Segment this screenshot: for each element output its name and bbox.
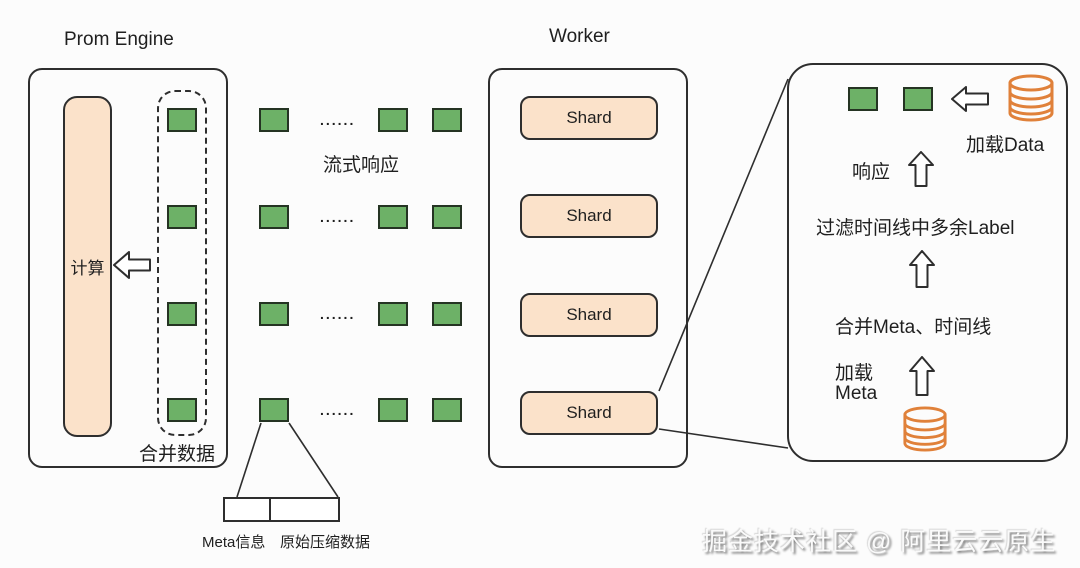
- shard-label: Shard: [566, 403, 612, 422]
- shard-label: Shard: [566, 206, 612, 225]
- merge-data-label: 合并数据: [139, 444, 216, 465]
- watermark: 掘金技术社区 @ 阿里云云原生: [702, 528, 1057, 556]
- ellipsis-dots: ......: [320, 306, 356, 322]
- chunk-raw-label: 原始压缩数据: [280, 534, 371, 551]
- data-chunk-square: [167, 302, 197, 326]
- data-chunk-square: [432, 205, 462, 229]
- arrow-left-icon: [113, 251, 151, 279]
- data-chunk-square: [259, 302, 289, 326]
- data-chunk-square: [378, 398, 408, 422]
- data-chunk-square: [378, 302, 408, 326]
- stream-response-label: 流式响应: [323, 155, 400, 176]
- chunk-meta-label: Meta信息: [202, 534, 266, 551]
- data-chunk-square: [167, 205, 197, 229]
- merge-meta-label: 合并Meta、时间线: [835, 317, 992, 338]
- ellipsis-dots: ......: [320, 209, 356, 225]
- data-chunk-square: [167, 398, 197, 422]
- load-meta-label-line2: Meta: [835, 383, 878, 404]
- ellipsis-dots: ......: [320, 112, 356, 128]
- chunk-raw-cell: [271, 499, 338, 520]
- shard-box: Shard: [520, 391, 658, 435]
- merge-dashed-box: [157, 90, 207, 436]
- compute-label: 计算: [70, 259, 105, 278]
- shard-detail-box: [787, 63, 1068, 462]
- data-chunk-square: [903, 87, 933, 111]
- data-chunk-square: [378, 205, 408, 229]
- arrow-up-icon: [909, 250, 935, 288]
- chunk-meta-cell: [225, 499, 271, 520]
- shard-box: Shard: [520, 293, 658, 337]
- shard-label: Shard: [566, 108, 612, 127]
- data-chunk-square: [167, 108, 197, 132]
- database-icon: [1008, 74, 1054, 122]
- shard-box: Shard: [520, 96, 658, 140]
- data-chunk-square: [432, 108, 462, 132]
- worker-title: Worker: [549, 26, 610, 47]
- arrow-up-icon: [908, 151, 934, 187]
- data-chunk-square: [259, 108, 289, 132]
- ellipsis-dots: ......: [320, 402, 356, 418]
- response-label: 响应: [852, 162, 891, 183]
- arrow-left-icon: [951, 86, 989, 112]
- data-chunk-square: [432, 398, 462, 422]
- arrow-up-icon: [909, 356, 935, 396]
- shard-box: Shard: [520, 194, 658, 238]
- data-chunk-square: [432, 302, 462, 326]
- data-chunk-square: [259, 205, 289, 229]
- chunk-structure-box: [223, 497, 340, 522]
- load-meta-label-line1: 加载: [835, 363, 874, 384]
- data-chunk-square: [848, 87, 878, 111]
- shard-label: Shard: [566, 305, 612, 324]
- database-icon: [903, 406, 947, 452]
- data-chunk-square: [378, 108, 408, 132]
- prom-engine-box: [28, 68, 228, 468]
- prom-engine-title: Prom Engine: [64, 29, 174, 50]
- filter-label: 过滤时间线中多余Label: [816, 218, 1015, 239]
- load-data-label: 加载Data: [966, 135, 1045, 156]
- data-chunk-square: [259, 398, 289, 422]
- worker-box: [488, 68, 688, 468]
- compute-box: 计算: [63, 96, 112, 437]
